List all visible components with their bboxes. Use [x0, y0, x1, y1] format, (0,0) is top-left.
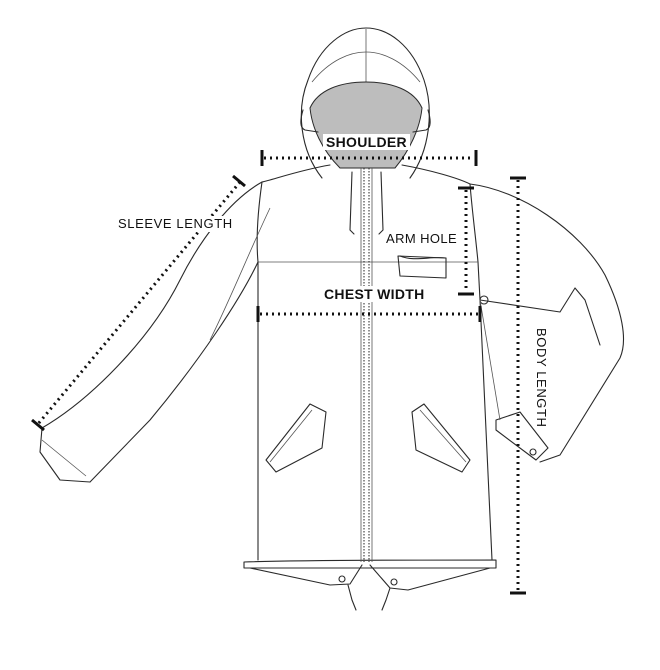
arm-hole-label: ARM HOLE [384, 231, 460, 247]
measurement-lines [31, 150, 526, 595]
right-sleeve [469, 183, 625, 463]
sleeve-length-label: SLEEVE LENGTH [118, 216, 233, 232]
shoulder-label: SHOULDER [323, 134, 410, 150]
hood [300, 27, 431, 179]
left-sleeve [39, 181, 271, 483]
sleeve-length-measure-line [36, 181, 242, 425]
body-length-label: BODY LENGTH [533, 328, 549, 428]
chest-width-label: CHEST WIDTH [322, 286, 427, 302]
jacket-body [243, 164, 497, 611]
